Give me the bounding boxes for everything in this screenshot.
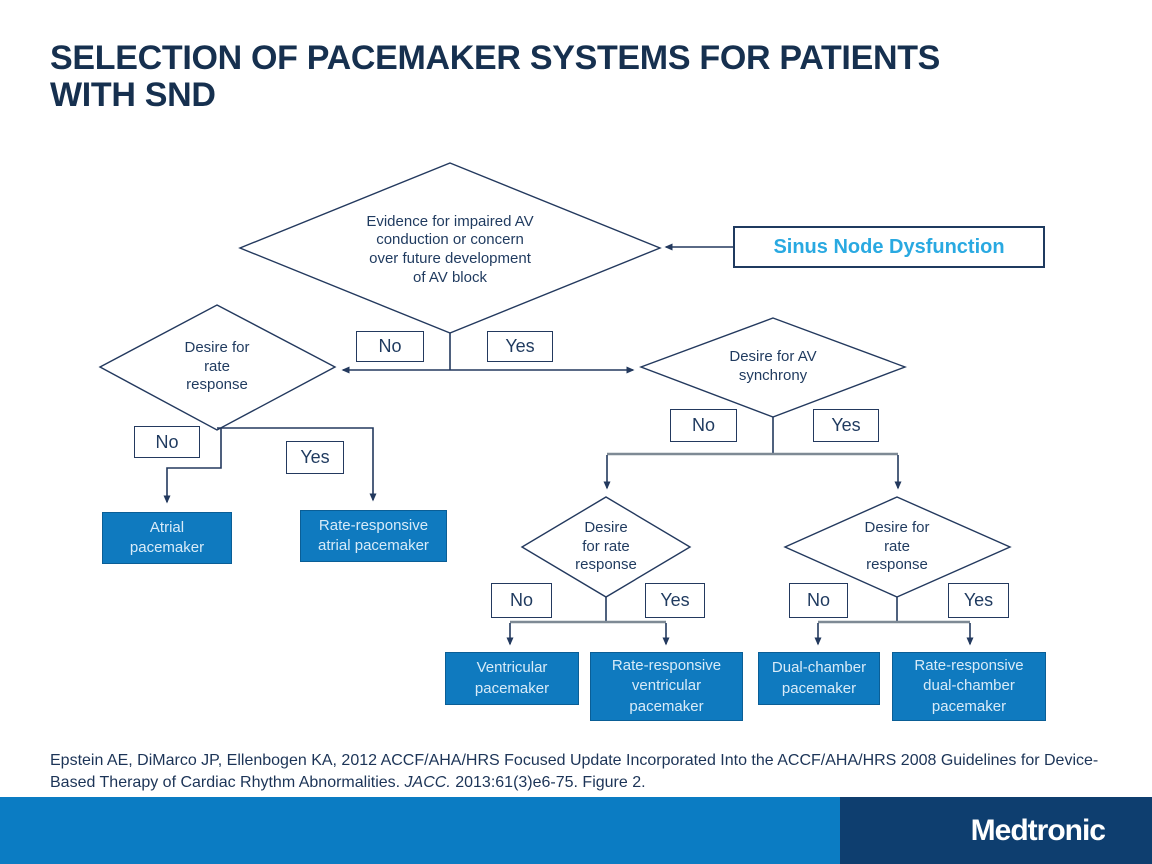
outcome-box-rate-responsive-ventricular-pacemaker: Rate-responsive ventricular pacemaker	[590, 652, 743, 721]
diamond-text-line: response	[186, 376, 248, 394]
label-box-left-no: No	[134, 426, 200, 458]
diamond-text-line: conduction or concern	[376, 231, 524, 249]
diamond-text-line: for rate	[582, 537, 630, 555]
diamond-text-line: Desire for	[864, 518, 930, 536]
diamond-text-line: response	[575, 556, 637, 574]
label-box-top-no: No	[356, 331, 424, 362]
sinus-node-dysfunction-label: Sinus Node Dysfunction	[773, 235, 1005, 258]
citation-line2-post: 2013:61(3)e6-75. Figure 2.	[450, 773, 646, 791]
decision-diamond-rate-left	[98, 304, 337, 431]
label-box-left-yes: Yes	[286, 441, 344, 474]
connector-left-no	[163, 428, 222, 504]
diamond-text-line: of AV block	[413, 268, 487, 286]
medtronic-logo-text: Medtronic	[970, 813, 1106, 847]
label-box-top-yes: Yes	[487, 331, 553, 362]
page-title-line2: WITH SND	[50, 76, 216, 115]
diamond-text-line: Desire for AV	[729, 348, 817, 366]
diamond-text-rate-sub-right: Desire for rate response	[820, 511, 974, 583]
diamond-text-line: synchrony	[738, 367, 808, 384]
no-label: No	[691, 415, 715, 435]
outcome-text-line: Ventricular	[476, 659, 548, 677]
outcome-text-line: Rate-responsive	[914, 657, 1024, 675]
citation-line1: Epstein AE, DiMarco JP, Ellenbogen KA, 2…	[50, 752, 1099, 769]
citation-journal-italic: JACC.	[404, 773, 451, 791]
outcome-text-line: Dual-chamber	[771, 659, 867, 677]
citation-line2-pre: Based Therapy of Cardiac Rhythm Abnormal…	[50, 773, 405, 791]
label-box-avsync-yes: Yes	[813, 409, 879, 442]
outcome-text-line: pacemaker	[129, 539, 205, 556]
yes-label: Yes	[300, 447, 330, 467]
medtronic-logo: Medtronic	[970, 797, 1106, 864]
diamond-text-line: rate	[204, 357, 230, 375]
outcome-text-line: ventricular	[631, 677, 702, 695]
diamond-text-rate-sub-left: Desire for rate response	[530, 511, 682, 583]
footer-brand-bar	[840, 797, 1152, 864]
outcome-text-line: Rate-responsive	[611, 657, 722, 675]
citation: Epstein AE, DiMarco JP, Ellenbogen KA, 2…	[50, 750, 1112, 793]
label-box-subleft-yes: Yes	[645, 583, 705, 618]
no-label: No	[155, 431, 179, 452]
outcome-box-atrial-pacemaker: Atrial pacemaker	[102, 512, 232, 564]
diamond-text-line: Desire	[584, 518, 628, 536]
label-box-avsync-no: No	[670, 409, 737, 442]
outcome-box-rate-responsive-atrial-pacemaker: Rate-responsive atrial pacemaker	[300, 510, 447, 562]
outcome-text-line: pacemaker	[474, 679, 550, 697]
label-box-subright-no: No	[789, 583, 848, 618]
diamond-text-av-block: Evidence for impaired AV conduction or c…	[300, 196, 600, 304]
outcome-text-line: dual-chamber	[923, 677, 1015, 695]
outcome-text-line: pacemaker	[629, 697, 704, 715]
no-label: No	[509, 590, 533, 610]
diamond-text-line: Evidence for impaired AV	[366, 212, 534, 230]
no-label: No	[378, 336, 402, 356]
sinus-node-dysfunction-box: Sinus Node Dysfunction	[733, 226, 1045, 268]
label-box-subleft-no: No	[491, 583, 552, 618]
footer-accent-bar	[0, 797, 840, 864]
yes-label: Yes	[505, 336, 535, 356]
page-title: SELECTION OF PACEMAKER SYSTEMS FOR PATIE…	[50, 39, 1030, 115]
diamond-text-av-synchrony: Desire for AV synchrony	[670, 336, 876, 398]
outcome-box-ventricular-pacemaker: Ventricular pacemaker	[445, 652, 579, 705]
diamond-text-rate-left: Desire for rate response	[140, 326, 294, 408]
page-title-line1: SELECTION OF PACEMAKER SYSTEMS FOR PATIE…	[50, 39, 941, 77]
diamond-text-line: rate	[884, 537, 910, 555]
outcome-box-rate-responsive-dual-chamber-pacemaker: Rate-responsive dual-chamber pacemaker	[892, 652, 1046, 721]
outcome-box-dual-chamber-pacemaker: Dual-chamber pacemaker	[758, 652, 880, 705]
yes-label: Yes	[660, 590, 690, 610]
yes-label: Yes	[963, 590, 994, 610]
outcome-text-line: pacemaker	[931, 697, 1007, 715]
diamond-text-line: Desire for	[184, 338, 250, 356]
outcome-text-line: Rate-responsive	[318, 516, 429, 534]
yes-label: Yes	[831, 415, 861, 435]
label-box-subright-yes: Yes	[948, 583, 1009, 618]
outcome-text-line: atrial pacemaker	[318, 537, 429, 554]
no-label: No	[806, 590, 830, 610]
outcome-text-line: pacemaker	[781, 679, 857, 697]
connector-left-yes	[217, 427, 377, 502]
diamond-text-line: response	[866, 556, 928, 574]
diamond-text-line: over future development	[369, 250, 531, 267]
citation-line2: Based Therapy of Cardiac Rhythm Abnormal…	[50, 772, 1112, 794]
outcome-text-line: Atrial	[149, 518, 185, 536]
